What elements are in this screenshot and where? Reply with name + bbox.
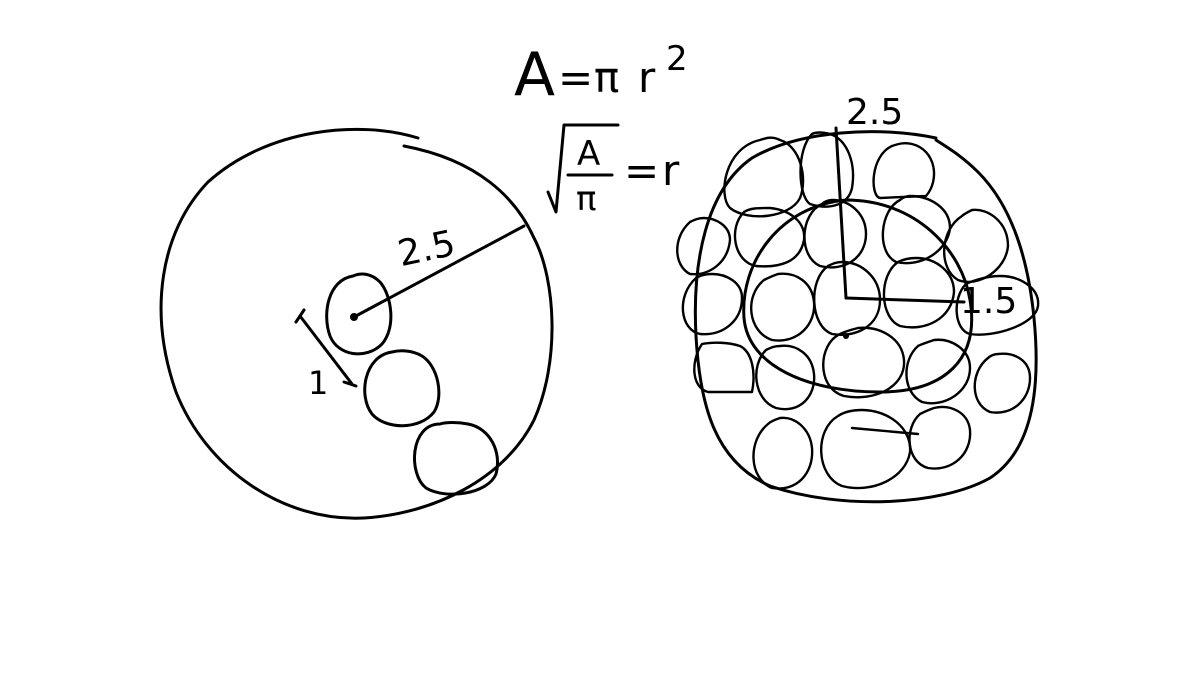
area-formula-equals: =: [558, 53, 593, 102]
right-small-circles: [676, 131, 1040, 490]
right-horizontal-radius-line: [844, 296, 966, 304]
radius-formula-rhs: r: [662, 146, 680, 195]
small-circle: [820, 408, 912, 490]
right-large-circle: [693, 130, 1038, 504]
small-circle: [872, 141, 936, 200]
right-inner-circle: [742, 198, 974, 394]
left-small-diameter-label: 1: [308, 364, 328, 402]
square-root-sign: [546, 123, 620, 214]
right-vertical-radius-line: [834, 126, 848, 300]
small-circle: [681, 272, 744, 336]
left-center-circle: [325, 272, 393, 356]
small-circle: [973, 352, 1032, 414]
left-diagram: 2.5 1: [159, 127, 554, 520]
small-circle: [723, 136, 805, 218]
small-circle: [905, 338, 972, 405]
radius-formula-numerator: A: [577, 134, 600, 174]
small-circle: [799, 131, 855, 208]
small-circle: [693, 341, 755, 394]
area-formula: A = π r 2: [514, 39, 688, 110]
area-formula-A: A: [514, 40, 555, 110]
right-small-dot: [843, 333, 849, 339]
small-circle: [755, 344, 816, 411]
right-top-radius-label: 2.5: [846, 92, 903, 133]
area-formula-exponent: 2: [666, 39, 688, 79]
small-circle: [752, 416, 814, 490]
right-small-stroke: [850, 426, 920, 436]
small-circle: [943, 208, 1010, 283]
small-circle: [750, 272, 816, 342]
left-third-circle: [413, 421, 499, 496]
small-circle: [822, 326, 906, 399]
small-circle: [908, 405, 972, 470]
small-circle: [881, 194, 952, 265]
left-diameter-marker: [294, 308, 358, 388]
small-circle: [882, 256, 956, 329]
area-formula-r: r: [638, 53, 656, 102]
left-radius-line: [352, 224, 526, 319]
small-circle: [676, 216, 732, 276]
radius-formula: A π = r: [546, 123, 680, 219]
right-inner-radius-label: 1.5: [960, 281, 1017, 322]
area-formula-pi: π: [594, 53, 619, 102]
small-circle: [955, 274, 1040, 336]
small-circle: [813, 260, 882, 336]
left-large-circle: [159, 127, 554, 520]
right-diagram: 2.5 1.5: [676, 92, 1040, 504]
radius-formula-equals: =: [624, 146, 659, 195]
small-circle: [803, 198, 868, 269]
left-second-circle: [363, 349, 441, 428]
radius-formula-denominator: π: [576, 179, 596, 219]
